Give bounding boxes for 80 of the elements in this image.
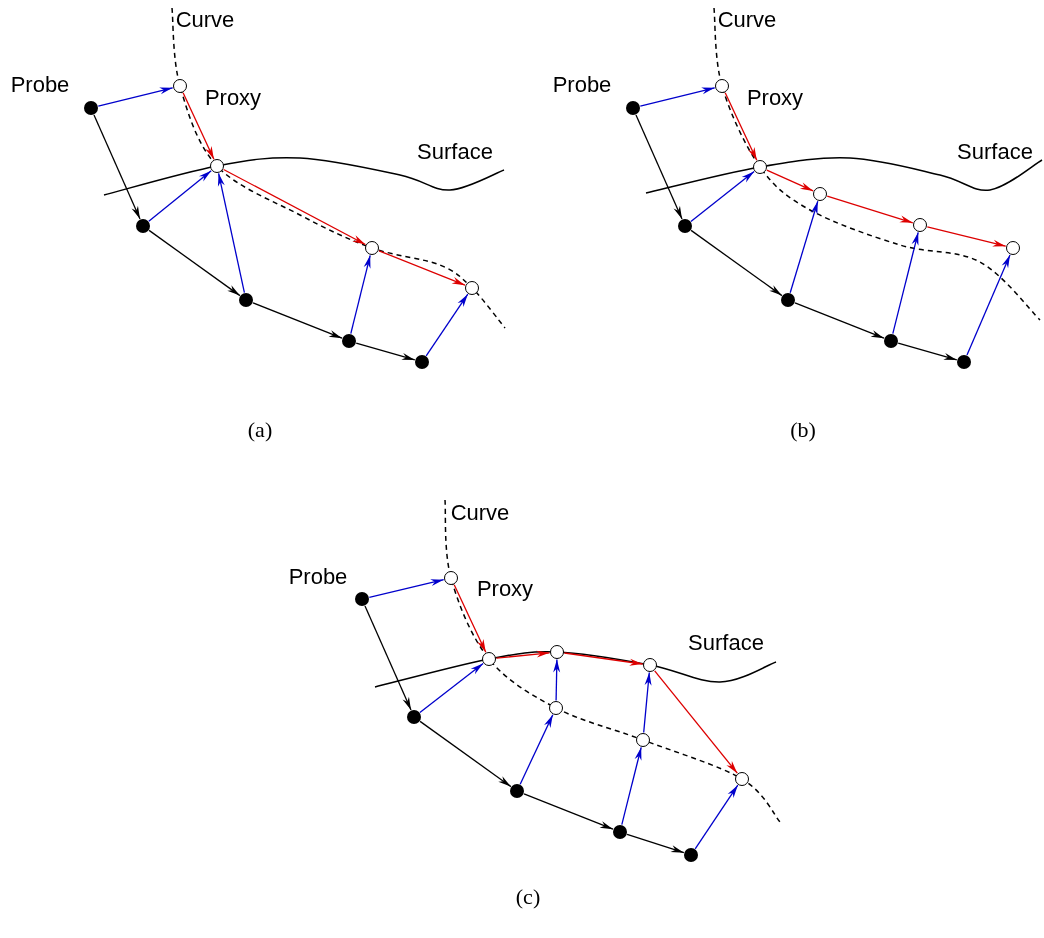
arrow [626, 833, 685, 854]
hollow-circle [365, 241, 379, 255]
hollow-circle [636, 733, 650, 747]
arrow [523, 793, 614, 830]
filled-dot [415, 355, 429, 369]
arrow [639, 87, 716, 107]
arrow [364, 605, 412, 711]
arrow [495, 650, 551, 659]
arrow [654, 670, 738, 774]
hollow-circle [482, 652, 496, 666]
filled-dot [884, 334, 898, 348]
arrow [368, 579, 445, 598]
arrow [148, 170, 212, 222]
arrow [350, 254, 371, 335]
curve-label: Surface [688, 631, 764, 655]
arrow [826, 195, 914, 224]
arrow [252, 302, 343, 339]
curve-label: Curve [175, 8, 235, 32]
filled-dot [781, 293, 795, 307]
hollow-circle [550, 645, 564, 659]
arrow [217, 172, 246, 294]
arrow [182, 92, 215, 160]
panel-caption: (a) [247, 418, 273, 442]
arrow [897, 342, 958, 361]
arrow [222, 168, 367, 246]
filled-dot [684, 848, 698, 862]
filled-dot [342, 334, 356, 348]
filled-dot [613, 825, 627, 839]
filled-dot [239, 293, 253, 307]
curve-label: Surface [957, 140, 1033, 164]
arrow [690, 229, 783, 297]
curve-label: Curve [450, 501, 510, 525]
hollow-circle [1006, 241, 1020, 255]
arrow [690, 170, 755, 223]
arrow [724, 92, 758, 161]
filled-dot [407, 710, 421, 724]
point-label: Probe [288, 565, 348, 589]
arrow [453, 584, 487, 653]
arrow [926, 226, 1007, 247]
hollow-circle [549, 701, 563, 715]
point-label: Proxy [476, 577, 534, 601]
arrow [694, 784, 739, 850]
arrow [355, 342, 416, 361]
arrow [148, 229, 241, 297]
panel-caption: (b) [790, 418, 816, 442]
arrow [93, 114, 141, 220]
arrow [378, 250, 466, 286]
point-label: Probe [10, 73, 70, 97]
hollow-circle [753, 160, 767, 174]
arrow [425, 293, 469, 357]
arrow [635, 114, 683, 220]
arrow [643, 671, 652, 734]
arrow [794, 302, 885, 339]
hollow-circle [465, 281, 479, 295]
filled-dot [678, 219, 692, 233]
hollow-circle [813, 187, 827, 201]
filled-dot [957, 355, 971, 369]
filled-dot [510, 784, 524, 798]
arrow [766, 169, 814, 192]
arrow [621, 746, 642, 826]
arrow [966, 254, 1011, 356]
hollow-circle [913, 218, 927, 232]
hollow-circle [210, 159, 224, 173]
hollow-circle [735, 772, 749, 786]
hollow-circle [643, 658, 657, 672]
arrow [892, 231, 919, 335]
arrow [419, 662, 484, 714]
arrow [789, 200, 819, 294]
curve-label: Surface [417, 140, 493, 164]
arrow [553, 658, 561, 702]
arrow [519, 714, 554, 785]
point-label: Proxy [746, 86, 804, 110]
arrow [97, 87, 174, 107]
arrow [563, 652, 644, 666]
curve-label: Curve [717, 8, 777, 32]
panel-caption: (c) [515, 885, 541, 909]
point-label: Probe [552, 73, 612, 97]
filled-dot [136, 219, 150, 233]
arrow [419, 720, 512, 788]
point-label: Proxy [204, 86, 262, 110]
